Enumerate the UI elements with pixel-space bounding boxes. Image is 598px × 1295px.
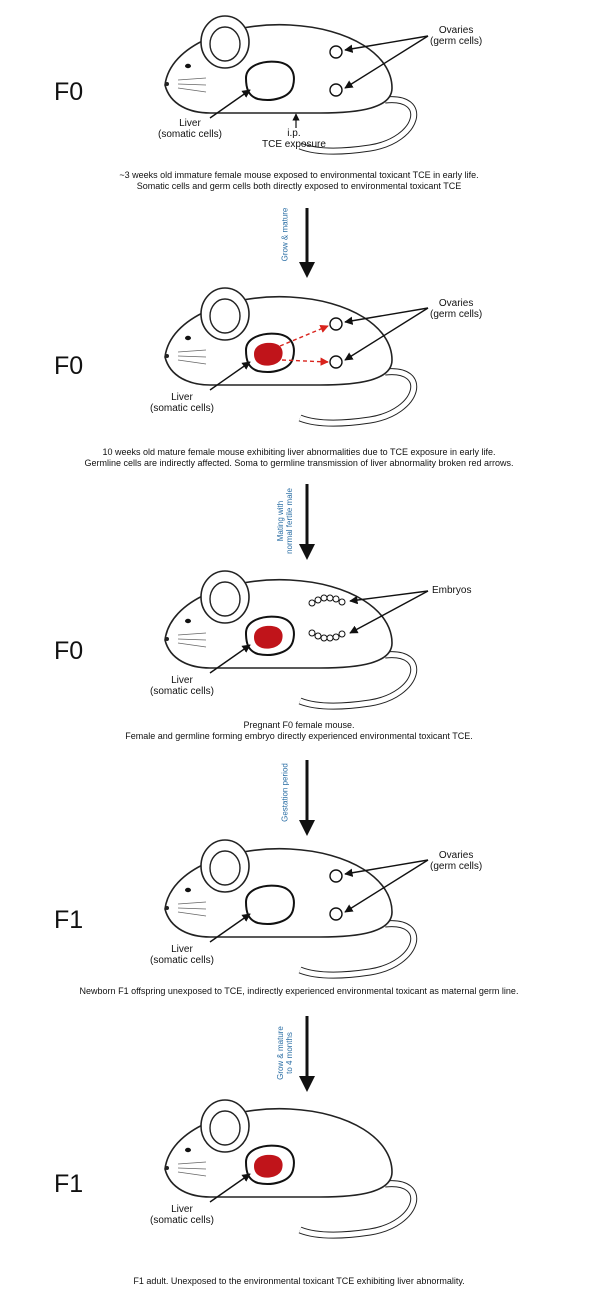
ovary-shape (330, 46, 342, 58)
transition-2: Mating with normal fertile male (0, 480, 598, 565)
mouse-illustration (0, 282, 598, 442)
generation-label: F1 (54, 1170, 83, 1199)
transition-1: Grow & mature (0, 200, 598, 282)
stage-caption: 10 weeks old mature female mouse exhibit… (0, 447, 598, 469)
stage-caption: ~3 weeks old immature female mouse expos… (0, 170, 598, 192)
liver-abnormal-shape (254, 343, 283, 366)
mouse-illustration (0, 565, 598, 725)
eye-icon (185, 64, 191, 68)
liver-label: Liver(somatic cells) (150, 392, 214, 414)
down-arrow-icon (0, 480, 598, 565)
stage-caption: F1 adult. Unexposed to the environmental… (0, 1276, 598, 1287)
generation-label: F0 (54, 352, 83, 381)
ovary-shape (330, 908, 342, 920)
ovaries-label: Ovaries(germ cells) (430, 25, 482, 47)
generation-label: F0 (54, 637, 83, 666)
eye-icon (185, 619, 191, 623)
eye-icon (185, 336, 191, 340)
stage-1: F0 Ovaries(germ cells) Liver(somatic cel… (0, 0, 598, 200)
tce-exposure-label: i.p.TCE exposure (262, 128, 326, 150)
liver-label: Liver(somatic cells) (150, 1204, 214, 1226)
ovaries-label: Ovaries(germ cells) (430, 850, 482, 872)
stage-2: F0 Ovaries(germ cells) Liver(somatic cel… (0, 282, 598, 482)
liver-label: Liver(somatic cells) (158, 118, 222, 140)
stage-3: F0 Embryos Liver(somatic cells) Pregnant… (0, 565, 598, 755)
transition-4: Grow & mature to 4 months (0, 1012, 598, 1100)
transition-3: Gestation period (0, 752, 598, 840)
down-arrow-icon (0, 752, 598, 840)
ovary-shape (330, 870, 342, 882)
liver-shape (246, 62, 294, 100)
liver-label: Liver(somatic cells) (150, 944, 214, 966)
down-arrow-icon (0, 1012, 598, 1100)
down-arrow-icon (0, 200, 598, 282)
stage-5: F1 Liver(somatic cells) F1 adult. Unexpo… (0, 1098, 598, 1295)
mouse-illustration (0, 838, 598, 988)
ovary-shape (330, 84, 342, 96)
ovary-shape (330, 318, 342, 330)
mouse-illustration (0, 1098, 598, 1258)
liver-abnormal-shape (254, 1155, 283, 1178)
liver-label: Liver(somatic cells) (150, 675, 214, 697)
transition-label: Grow & mature to 4 months (276, 1010, 294, 1096)
transition-label: Grow & mature (281, 195, 290, 275)
generation-label: F0 (54, 78, 83, 107)
stage-4: F1 Ovaries(germ cells) Liver(somatic cel… (0, 838, 598, 1000)
generation-label: F1 (54, 906, 83, 935)
transition-label: Mating with normal fertile male (276, 476, 294, 566)
eye-icon (185, 888, 191, 892)
eye-icon (185, 1148, 191, 1152)
transition-label: Gestation period (281, 753, 290, 833)
stage-caption: Newborn F1 offspring unexposed to TCE, i… (0, 986, 598, 997)
ovaries-label: Ovaries(germ cells) (430, 298, 482, 320)
embryos-label: Embryos (432, 585, 471, 596)
stage-caption: Pregnant F0 female mouse. Female and ger… (0, 720, 598, 742)
ovary-shape (330, 356, 342, 368)
